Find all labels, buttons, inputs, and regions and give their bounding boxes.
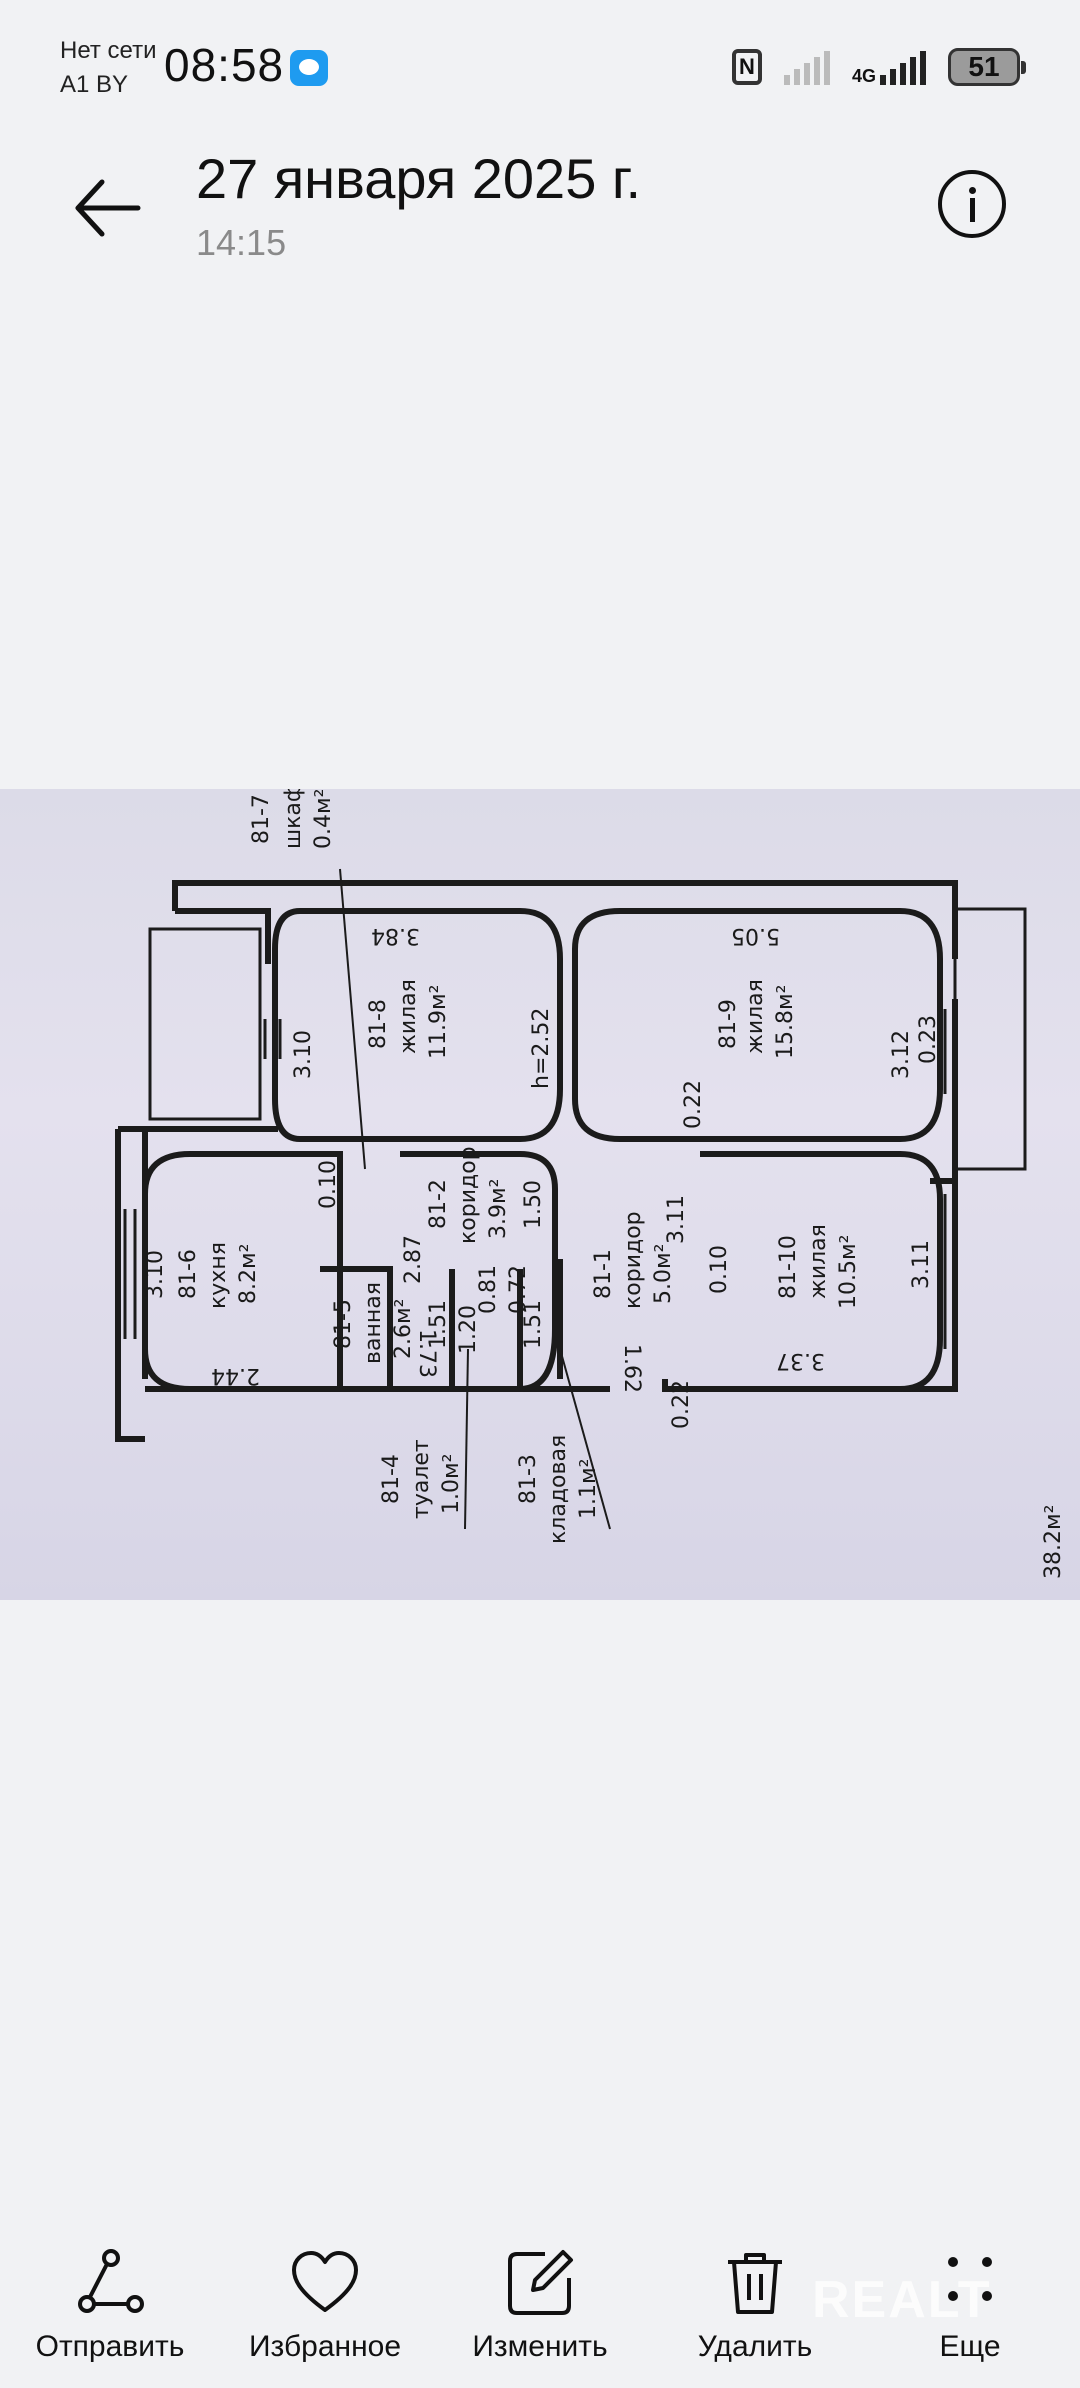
plan-label-81-3: 81-3 [516,1454,541,1504]
plan-label-dim-0-10-b: 0.10 [707,1245,732,1294]
plan-label-dim-0-81: 0.81 [476,1265,501,1314]
plan-label-dim-1-51-a: 1.51 [426,1300,451,1349]
bottom-action-bar: Отправить Избранное Изменить Удалить [0,2230,1080,2388]
plan-label-81-2-area: 3.9м² [486,1179,511,1239]
plan-label-dim-1-20: 1.20 [456,1305,481,1354]
realt-watermark: REALT [812,2271,992,2329]
info-button[interactable] [938,170,1006,238]
plan-label-81-2-type: коридор [456,1146,481,1244]
plan-label-dim-3-37: 3.37 [776,1348,825,1373]
plan-label-dim-1-73: 1.73 [414,1329,439,1378]
network-type: 4G [851,66,876,86]
heart-icon [290,2248,360,2318]
plan-label-dim-3-11-mid: 3.11 [664,1195,689,1244]
plan-label-81-1: 81-1 [591,1249,616,1299]
plan-label-81-8: 81-8 [366,999,391,1049]
plan-label-dim-0-10: 0.10 [316,1160,341,1209]
plan-label-dim-3-12: 3.12 [889,1030,914,1079]
edit-button[interactable]: Изменить [430,2230,650,2364]
plan-label-81-4-type: туалет [409,1439,434,1519]
share-label: Отправить [35,2330,185,2363]
carrier-line-2: A1 BY [60,71,129,98]
edit-icon [505,2248,575,2318]
plan-label-81-6: 81-6 [176,1249,201,1299]
delete-label: Удалить [697,2330,813,2363]
arrow-left-icon [75,179,141,237]
plan-label-81-9-type: жилая [743,979,768,1054]
plan-label-dim-1-62: 1.62 [619,1344,644,1393]
share-icon [75,2248,145,2318]
plan-label-81-8-area: 11.9м² [426,985,451,1059]
more-label: Еще [939,2330,1001,2363]
more-dots-icon [935,2248,1005,2318]
plan-label-closet-area: 0.4м² [311,789,336,849]
photo-time: 14:15 [196,222,287,263]
plan-label-dim-0-23: 0.23 [916,1015,941,1064]
plan-label-81-10-type: жилая [806,1224,831,1299]
delete-button[interactable]: Удалить [645,2230,865,2364]
plan-label-dim-5-05: 5.05 [731,923,780,948]
status-icons: N 4G 51 [731,44,1026,90]
plan-label-81-1-area: 5.0м² [651,1244,676,1304]
plan-label-81-2: 81-2 [426,1179,451,1229]
plan-label-81-10-area: 10.5м² [836,1235,861,1309]
message-notification-icon [290,50,328,86]
plan-label-dim-2-44: 2.44 [211,1363,260,1388]
plan-label-81-5-area: 2.6м² [391,1299,416,1359]
plan-label-81-4: 81-4 [379,1454,404,1504]
plan-label-dim-1-51-b: 1.51 [521,1300,546,1349]
status-time: 08:58 [164,39,285,91]
plan-label-dim-3-10-top: 3.10 [291,1030,316,1079]
plan-label-dim-1-50: 1.50 [521,1180,546,1229]
plan-label-81-9: 81-9 [716,999,741,1049]
more-button[interactable]: Еще [860,2230,1080,2364]
plan-label-81-5-type: ванная [361,1282,386,1364]
back-button[interactable] [72,172,144,244]
plan-label-81-1-type: коридор [621,1211,646,1309]
nfc-icon: N [731,49,762,85]
plan-label-81-6-area: 8.2м² [236,1244,261,1304]
mobile-data-icon: 4G [852,49,926,85]
share-button[interactable]: Отправить [0,2230,220,2364]
favorite-button[interactable]: Избранное [215,2230,435,2364]
photo-date: 27 января 2025 г. [196,147,642,210]
plan-label-dim-3-84: 3.84 [371,923,420,948]
plan-label-height: h=2.52 [529,1008,554,1089]
plan-label-81-5: 81-5 [331,1299,356,1349]
plan-label-total-area: 38.2м² [1041,1505,1066,1579]
plan-label-dim-0-22-top: 0.22 [681,1080,706,1129]
plan-label-81-10: 81-10 [776,1235,801,1299]
plan-label-81-4-area: 1.0м² [439,1454,464,1514]
status-bar: Нет сети A1 BY 08:58 N 4G 51 [0,0,1080,110]
plan-label-dim-0-22-bottom: 0.22 [669,1380,694,1429]
plan-label-81-3-area: 1.1м² [576,1459,601,1519]
plan-label-dim-3-10-left: 3.10 [143,1250,168,1299]
carrier-line-1: Нет сети [60,37,157,64]
floor-plan-drawing: 81-7 шкаф 0.4м² 3.84 5.05 81-8 жилая 11.… [115,789,1066,1579]
plan-label-dim-2-87: 2.87 [401,1235,426,1284]
plan-label-81-6-type: кухня [206,1242,231,1309]
plan-label-81-8-type: жилая [396,979,421,1054]
favorite-label: Избранное [248,2330,402,2363]
plan-label-dim-0-72: 0.72 [506,1265,531,1314]
carrier-info: Нет сети A1 BY [60,34,157,102]
plan-label-dim-3-11-right: 3.11 [909,1240,934,1289]
plan-label-81-9-area: 15.8м² [773,985,798,1059]
photo-image[interactable]: 81-7 шкаф 0.4м² 3.84 5.05 81-8 жилая 11.… [0,789,1080,1600]
plan-label-closet: шкаф [281,789,306,849]
trash-icon [720,2248,790,2318]
plan-label-81-7: 81-7 [249,794,274,844]
battery-icon: 51 [948,48,1026,86]
no-signal-icon [783,49,830,85]
edit-label: Изменить [472,2330,608,2363]
plan-label-81-3-type: кладовая [546,1435,571,1544]
